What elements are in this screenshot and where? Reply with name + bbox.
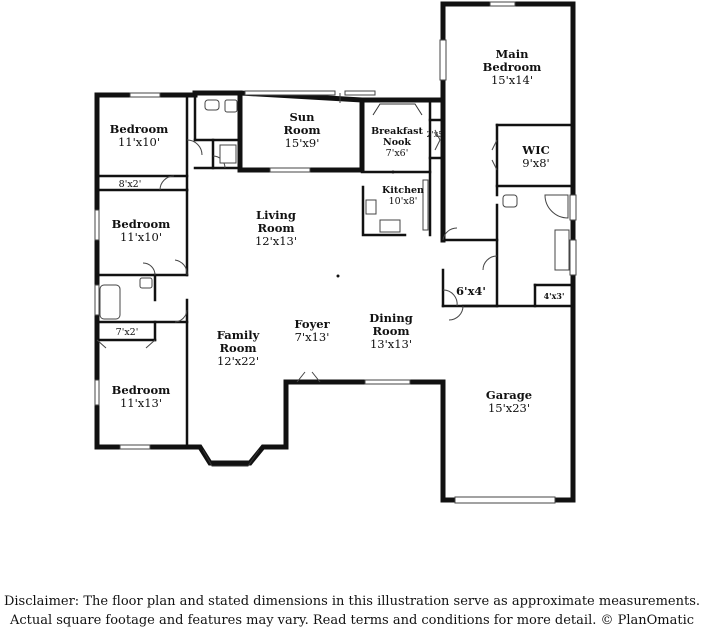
room-dims: 7'x13' <box>294 330 330 344</box>
room-name: Bedroom <box>109 122 169 136</box>
closet-2x5: 2'x5' <box>426 130 445 139</box>
closet-8x2: 8'x2' <box>119 179 142 190</box>
disclaimer: Disclaimer: The floor plan and stated di… <box>0 592 704 630</box>
room-sun-room: Sun Room 15'x9' <box>283 111 320 150</box>
room-dims: 6'x4' <box>456 284 486 298</box>
disclaimer-line-2: Actual square footage and features may v… <box>9 613 695 628</box>
room-name: Family Room <box>216 328 260 355</box>
room-dims: 15'x23' <box>487 401 531 415</box>
room-dims: 15'x14' <box>490 73 534 87</box>
room-foyer: Foyer 7'x13' <box>294 318 329 344</box>
room-dims: 15'x9' <box>284 136 320 150</box>
room-dims: 7'x6' <box>385 148 409 159</box>
room-dims: 13'x13' <box>369 337 413 351</box>
room-dims: 9'x8' <box>522 156 550 170</box>
room-family-room: Family Room 12'x22' <box>217 329 260 368</box>
room-name: Main Bedroom <box>482 47 542 74</box>
disclaimer-line-1: Disclaimer: The floor plan and stated di… <box>3 594 701 609</box>
room-name: Kitchen <box>382 185 424 196</box>
room-dims: 11'x10' <box>117 135 161 149</box>
room-name: Foyer <box>294 317 330 331</box>
room-dims: 2'x5' <box>426 130 446 139</box>
room-bedroom-3: Bedroom 11'x13' <box>112 384 171 410</box>
room-dims: 7'x2' <box>115 327 139 338</box>
room-dims: 8'x2' <box>118 179 142 190</box>
room-name: Bedroom <box>111 383 171 397</box>
room-name: WIC <box>522 143 550 157</box>
room-dims: 10'x8' <box>388 196 418 207</box>
room-name: Dining Room <box>369 311 413 338</box>
room-dims: 11'x13' <box>119 396 163 410</box>
room-name: Garage <box>485 388 533 402</box>
room-living-room: Living Room 12'x13' <box>255 209 297 248</box>
room-name: Living Room <box>256 208 296 235</box>
fixtures <box>99 99 570 320</box>
room-dims: 12'x22' <box>216 354 260 368</box>
room-dims: 4'x3' <box>543 291 565 301</box>
room-name: Bedroom <box>111 217 171 231</box>
room-garage: Garage 15'x23' <box>486 389 532 415</box>
room-kitchen: Kitchen 10'x8' <box>382 185 424 207</box>
room-dims: 12'x13' <box>254 234 298 248</box>
room-dims: 11'x10' <box>119 230 163 244</box>
room-dining-room: Dining Room 13'x13' <box>369 312 412 351</box>
room-name: Breakfast Nook <box>371 126 423 148</box>
closet-6x4: 6'x4' <box>456 285 486 298</box>
room-bedroom-2: Bedroom 11'x10' <box>112 218 171 244</box>
interior-walls <box>95 93 575 449</box>
room-wic: WIC 9'x8' <box>522 144 549 170</box>
room-name: Sun Room <box>283 110 321 137</box>
closet-7x2: 7'x2' <box>116 327 139 338</box>
closet-4x3: 4'x3' <box>544 292 565 301</box>
room-bedroom-1: Bedroom 11'x10' <box>110 123 169 149</box>
room-main-bedroom: Main Bedroom 15'x14' <box>483 48 542 87</box>
room-breakfast-nook: Breakfast Nook 7'x6' <box>371 126 423 159</box>
windows <box>94 1 577 504</box>
